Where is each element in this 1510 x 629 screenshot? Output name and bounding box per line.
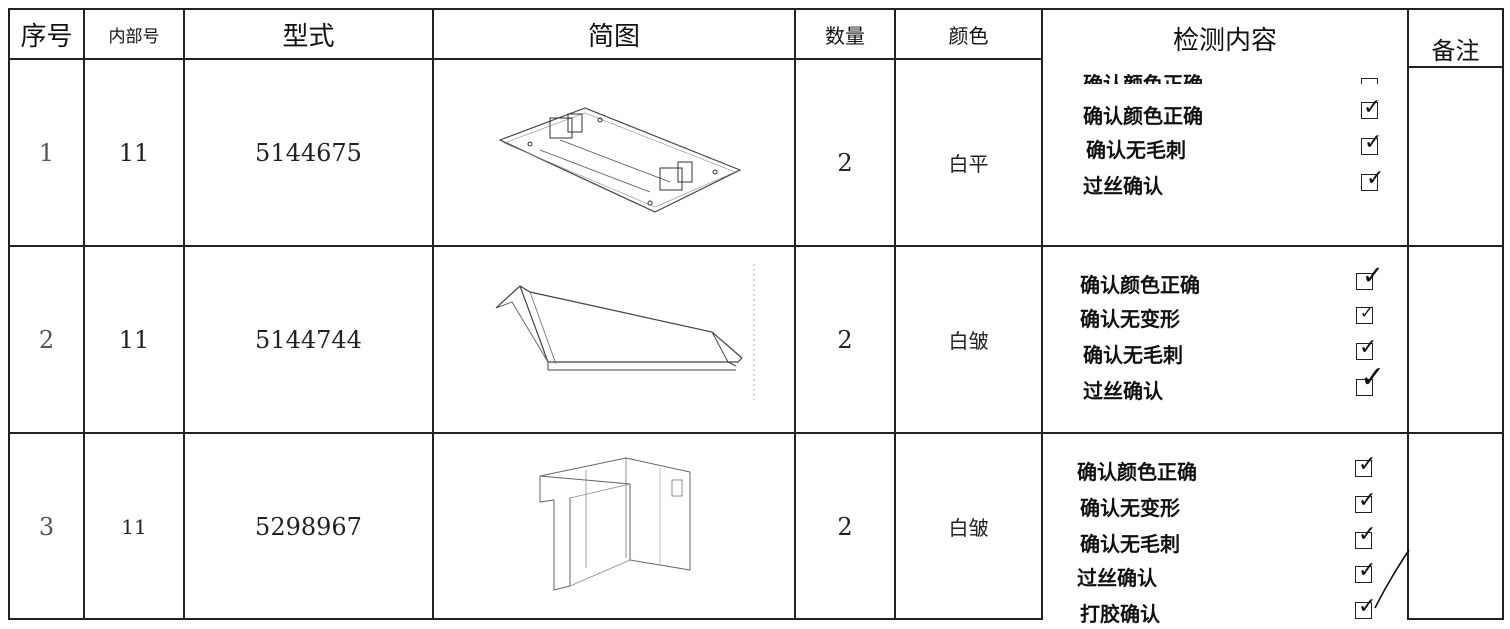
row3-check-2-tick: ✓ [1358,488,1377,513]
row3-check-1-label: 确认颜色正确 [1077,460,1197,484]
row1-qty: 2 [837,148,853,177]
table-top-border [8,8,1504,10]
row2-checklist: 确认颜色正确 ✓ 确认无变形 ✓ 确认无毛刺 ✓ 过丝确认 ✓ [1080,261,1400,430]
row3-internal-no: 11 [121,514,147,539]
row1-check-2-tick: ✓ [1364,130,1383,155]
table-bottom-border-right [1408,618,1504,620]
header-seq: 序号 [20,21,73,52]
row2-check-2-box[interactable] [1356,307,1373,324]
row3-color: 白皱 [948,516,989,540]
row3-check-2-box[interactable] [1355,496,1372,513]
row1-sketch-plate [498,107,742,213]
row1-check-1-box[interactable] [1361,102,1378,119]
row1-check-cut-box [1361,78,1378,84]
row2-check-4-tick: ✓ [1360,360,1386,395]
row1-check-cut-text: 确认颜色正确 [1083,74,1283,84]
header-inspection: 检测内容 [1172,25,1277,56]
row2-bottom-border [8,432,1504,434]
row2-check-1-tick: ✓ [1362,261,1384,291]
row3-sketch-frame [539,457,691,591]
row3-check-5-label: 打胶确认 [1080,602,1160,626]
row3-check-5-tick: ✓ [1358,594,1377,619]
header-model: 型式 [282,21,335,52]
row3-model: 5298967 [255,512,362,541]
row3-check-3-label: 确认无毛刺 [1080,532,1180,556]
col-line-0 [8,8,10,620]
row2-color: 白皱 [948,329,989,353]
row3-qty: 2 [837,512,853,541]
row3-check-3-tick: ✓ [1358,522,1377,547]
header-remark: 备注 [1431,36,1480,65]
header-qty: 数量 [825,23,865,48]
row2-check-3-tick: ✓ [1359,335,1378,360]
col-line-1 [83,8,85,620]
row3-check-4-box[interactable] [1355,566,1372,583]
row3-check-1-box[interactable] [1355,460,1372,477]
col-line-4 [794,8,796,620]
header-bottom-border-right [1408,66,1504,68]
col-line-2 [183,8,185,620]
row3-check-2-label: 确认无变形 [1080,496,1180,520]
row3-check-3-box[interactable] [1355,532,1372,549]
row2-seq: 2 [38,325,55,354]
col-line-5 [894,8,896,620]
row1-seq: 1 [38,138,55,167]
row1-bottom-border [8,245,1504,247]
row3-check-5-box[interactable] [1355,602,1372,619]
row1-check-1-label: 确认颜色正确 [1083,104,1203,128]
col-line-6 [1041,8,1043,620]
row1-check-2-box[interactable] [1361,138,1378,155]
row1-check-3-box[interactable] [1361,174,1378,191]
header-sketch: 简图 [587,21,640,52]
row1-check-2-label: 确认无毛刺 [1086,138,1186,162]
col-line-7 [1407,8,1409,620]
header-color: 颜色 [948,23,989,48]
row1-check-3-tick: ✓ [1366,166,1385,191]
row2-check-2-tick: ✓ [1360,303,1374,322]
header-internal-no: 内部号 [108,26,160,47]
row2-check-3-box[interactable] [1356,343,1373,360]
row2-check-4-box[interactable] [1356,379,1373,396]
row1-model: 5144675 [255,138,362,167]
row3-long-pen-stroke [1374,549,1410,609]
row1-check-3-label: 过丝确认 [1083,174,1163,198]
col-line-3 [432,8,434,620]
row2-internal-no: 11 [118,325,150,354]
row3-checklist: 确认颜色正确 ✓ 确认无变形 ✓ 确认无毛刺 ✓ 过丝确认 ✓ 打胶确认 ✓ [1077,452,1410,626]
row2-check-1-label: 确认颜色正确 [1080,273,1200,297]
row3-check-1-tick: ✓ [1358,452,1377,477]
row2-check-3-label: 确认无毛刺 [1083,343,1183,367]
table-bottom-border [8,618,1043,620]
row3-check-4-tick: ✓ [1358,558,1377,583]
row1-internal-no: 11 [118,138,150,167]
row1-check-1-tick: ✓ [1363,95,1382,120]
row1-color: 白平 [948,152,989,176]
header-bottom-border [8,58,1043,60]
row2-sketch-bracket [495,264,755,400]
row2-check-1-box[interactable] [1356,273,1373,290]
row1-checklist: 确认颜色正确 确认颜色正确 ✓ 确认无毛刺 ✓ 过丝确认 ✓ [1083,72,1403,242]
row2-check-2-label: 确认无变形 [1080,307,1180,331]
row2-qty: 2 [837,325,853,354]
row2-check-4-label: 过丝确认 [1083,379,1163,403]
col-line-8 [1502,8,1504,620]
row3-seq: 3 [38,512,55,541]
row3-check-4-label: 过丝确认 [1077,566,1157,590]
row2-model: 5144744 [255,325,362,354]
